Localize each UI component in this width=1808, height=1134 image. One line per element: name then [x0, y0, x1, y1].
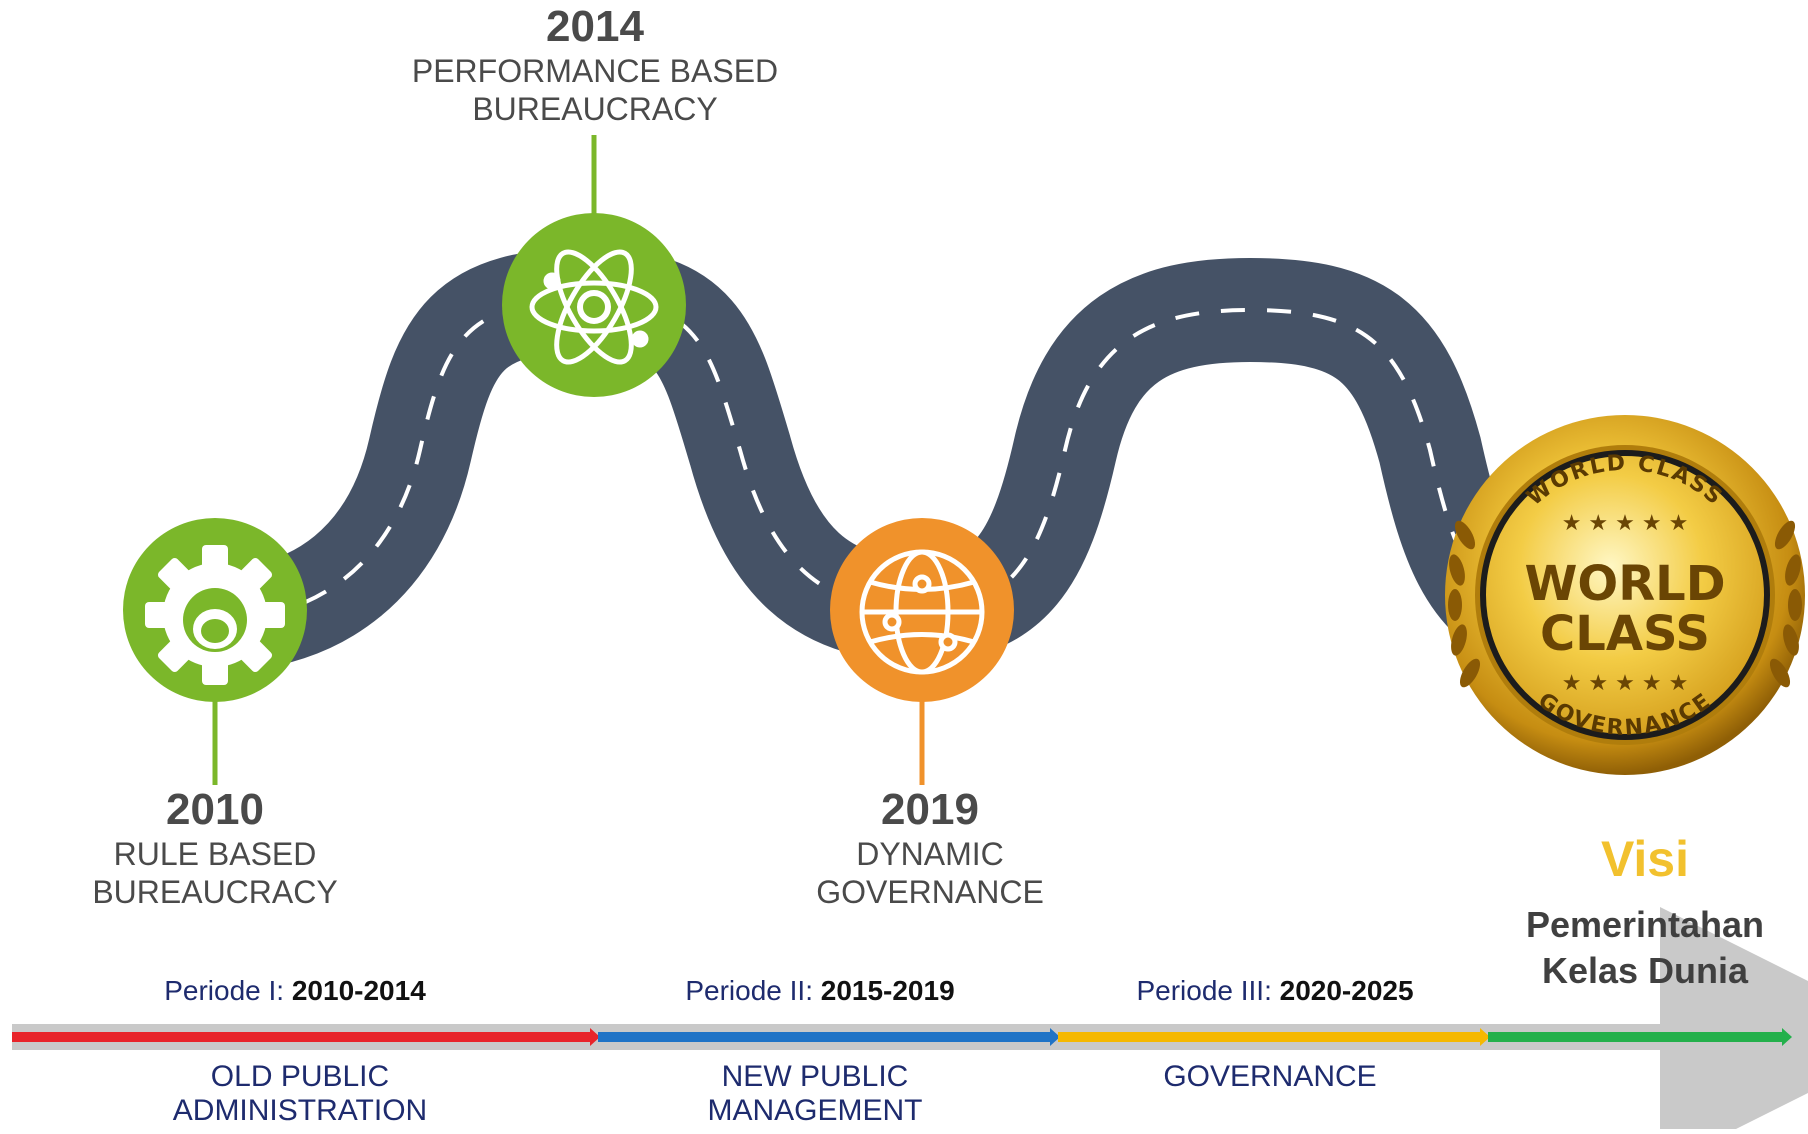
milestone-2010 [123, 518, 307, 785]
visi-block: Visi Pemerintahan Kelas Dunia [1490, 830, 1800, 994]
atom-icon [529, 249, 659, 365]
milestone-2014-desc-line2: BUREAUCRACY [472, 91, 718, 127]
period-2-label: Periode II: 2015-2019 [635, 975, 1005, 1007]
milestone-2010-label: 2010 RULE BASED BUREAUCRACY [60, 785, 370, 911]
badge-center-line1: WORLD [1524, 556, 1725, 612]
era-2-label: NEW PUBLIC MANAGEMENT [655, 1060, 975, 1128]
milestone-2019-year: 2019 [881, 785, 979, 834]
period-2-range: 2015-2019 [820, 975, 955, 1006]
timeline-segment-arrow-2 [1050, 1028, 1060, 1046]
milestone-2010-year: 2010 [166, 785, 264, 834]
milestone-2019-desc-line2: GOVERNANCE [816, 874, 1044, 910]
timeline-segment-arrow-3 [1480, 1028, 1490, 1046]
period-1-prefix: Periode I: [164, 975, 292, 1006]
milestone-2019 [830, 518, 1014, 785]
milestone-2014-label: 2014 PERFORMANCE BASED BUREAUCRACY [395, 2, 795, 128]
milestone-2010-desc-line2: BUREAUCRACY [92, 874, 338, 910]
timeline-segment-arrow-1 [590, 1028, 600, 1046]
era-1-label: OLD PUBLIC ADMINISTRATION [140, 1060, 460, 1128]
era-2-line1: NEW PUBLIC [721, 1060, 909, 1093]
period-1-range: 2010-2014 [291, 975, 426, 1006]
era-3-label: GOVERNANCE [1110, 1060, 1430, 1094]
milestone-2019-label: 2019 DYNAMIC GOVERNANCE [770, 785, 1090, 911]
visi-line2: Kelas Dunia [1541, 950, 1749, 991]
world-class-badge-icon: WORLD CLASS GOVERNANCE ★ ★ ★ ★ ★ WORLD C… [1445, 415, 1805, 775]
period-1-label: Periode I: 2010-2014 [110, 975, 480, 1007]
period-3-prefix: Periode III: [1136, 975, 1280, 1006]
timeline-segment-arrow-4 [1782, 1028, 1792, 1046]
milestone-2010-desc-line1: RULE BASED [113, 836, 317, 872]
visi-title: Visi [1600, 831, 1690, 887]
visi-line1: Pemerintahan [1525, 904, 1765, 945]
milestone-2014-year: 2014 [546, 2, 644, 51]
period-timeline [12, 907, 1808, 1134]
era-1-line1: OLD PUBLIC [210, 1060, 390, 1093]
milestone-2019-desc-line1: DYNAMIC [856, 836, 1004, 872]
globe-icon [859, 549, 985, 675]
svg-text:★ ★ ★ ★ ★: ★ ★ ★ ★ ★ [1562, 511, 1689, 536]
gear-icon [145, 545, 285, 685]
badge-center-line2: CLASS [1540, 606, 1710, 662]
period-3-label: Periode III: 2020-2025 [1090, 975, 1460, 1007]
milestone-2014-circle [502, 213, 686, 397]
era-2-line2: MANAGEMENT [707, 1094, 923, 1127]
era-3-line1: GOVERNANCE [1163, 1060, 1377, 1093]
period-2-prefix: Periode II: [685, 975, 821, 1006]
milestone-2014 [502, 135, 686, 397]
era-1-line2: ADMINISTRATION [172, 1094, 428, 1127]
svg-text:★ ★ ★ ★ ★: ★ ★ ★ ★ ★ [1562, 671, 1689, 696]
period-3-range: 2020-2025 [1279, 975, 1414, 1006]
milestone-2014-desc-line1: PERFORMANCE BASED [411, 53, 779, 89]
